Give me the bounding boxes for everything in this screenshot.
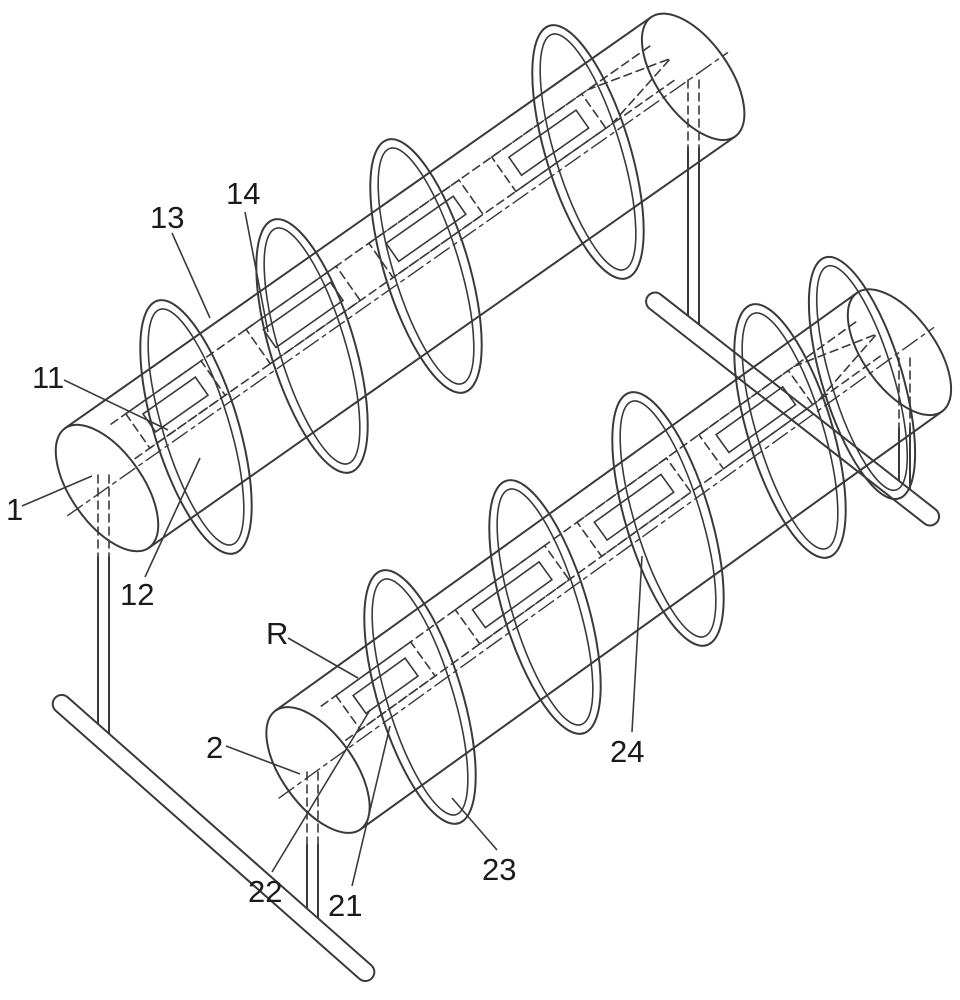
label-13-text: 13 [150,200,184,235]
coil-turn-outer-edge [255,218,369,474]
upper-tube-slot-4-window [507,108,590,177]
lower-coil-turn-5 [807,255,917,501]
upper-tube-slot-3-window [384,195,467,263]
coil-turn-outer-edge [488,479,602,735]
label-11-leader [63,379,169,431]
label-24-leader [631,555,643,733]
label-R: R [266,616,359,679]
upper-right-support-post [687,79,700,336]
upper-tube-slot-1-frame [124,359,227,450]
coil-turn-inner-edge [371,578,469,816]
label-2-leader [225,745,301,775]
upper-coil-turn-3 [369,138,483,394]
label-2: 2 [206,730,301,775]
label-1: 1 [6,475,93,527]
upper-tube-centerline [67,51,729,517]
label-14-leader [244,211,269,333]
coil-turn-inner-edge [741,312,839,550]
label-14-text: 14 [226,176,260,211]
label-23: 23 [451,797,516,887]
lower-coil-turn-1 [363,569,477,825]
coil-turn-inner-edge [496,488,594,726]
upper-left-support-post [97,474,110,746]
coil-turn-outer-edge [733,303,847,559]
label-13: 13 [150,200,211,319]
label-12-text: 12 [120,577,154,612]
lower-tube-slot-4-frame [697,369,814,470]
label-12: 12 [120,457,201,612]
upper-coil-turn-2 [255,218,369,474]
upper-tube-slot-2-frame [244,265,362,365]
coil-turn-outer-edge [139,299,253,555]
lower-coil-turn-4 [733,303,847,559]
label-23-leader [451,797,498,851]
coil-turn-inner-edge [815,264,909,492]
base-rail-left [51,693,376,983]
upper-tube-slot-4-frame [490,92,607,193]
upper-tube-left-end-cap [54,423,160,553]
lower-tube-slot-1-frame [334,640,437,731]
coil-turn-outer-edge [807,255,917,501]
label-R-text: R [266,616,288,651]
lower-tube-slot-4-window [715,385,797,454]
label-22-leader [271,709,371,873]
label-24: 24 [610,555,644,769]
lower-tube [265,288,953,834]
upper-tube-end-hidden-line [586,57,672,91]
lower-tube-top-edge [274,291,858,712]
upper-tube-end-hidden-line [610,57,672,126]
label-R-leader [287,637,359,679]
label-12-leader [144,457,201,578]
upper-coil-turn-1 [139,299,253,555]
label-11-text: 11 [32,360,64,395]
label-21-text: 21 [328,888,362,923]
lower-tube-bottom-edge [359,410,944,831]
coil-turn-inner-edge [147,308,245,546]
label-1-leader [21,475,93,507]
coil-turn-inner-edge [539,33,637,271]
label-22: 22 [248,709,371,909]
coil-turn-outer-edge [611,391,725,647]
label-1-text: 1 [6,492,23,527]
coil-turn-outer-edge [369,138,483,394]
label-14: 14 [226,176,269,333]
upper-tube-slot-1-window [141,376,210,434]
upper-coil-turn-4 [531,24,645,280]
coil-turn-inner-edge [377,147,475,385]
lower-coil-turn-3 [611,391,725,647]
lower-tube-right-end-cap [846,288,953,417]
coil-turn-inner-edge [263,227,361,465]
label-2-text: 2 [206,730,223,765]
coil-turn-outer-edge [531,24,645,280]
upper-tube-slot-3-frame [367,178,485,279]
lower-tube-centerline [278,326,935,799]
coil-turn-outer-edge [363,569,477,825]
upper-tube-top-edge [64,16,653,430]
lower-coil-turn-2 [488,479,602,735]
label-24-text: 24 [610,734,644,769]
lower-tube-slot-1-window [352,657,420,715]
label-11: 11 [32,360,169,431]
coil-turn-inner-edge [619,400,717,638]
lower-tube-end-hidden-line [817,333,878,402]
upper-tube-right-end-cap [640,12,746,142]
lower-tube-slot-3-frame [575,456,693,558]
upper-tube-bottom-edge [147,135,737,549]
label-22-text: 22 [248,874,282,909]
label-23-text: 23 [482,852,516,887]
label-21-leader [351,725,391,887]
label-13-leader [171,232,211,319]
lower-tube-slot-2-frame [454,544,571,645]
label-21: 21 [328,725,391,923]
